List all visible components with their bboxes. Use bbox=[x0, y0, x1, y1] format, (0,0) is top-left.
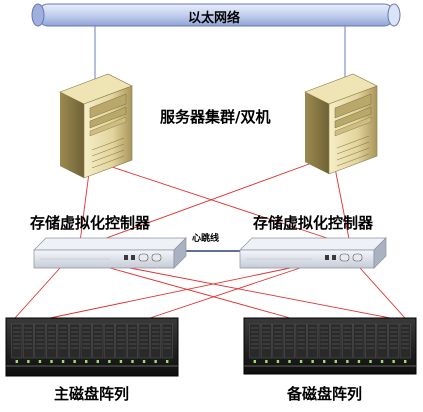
drive-led bbox=[108, 360, 111, 363]
drive-bay bbox=[161, 323, 173, 359]
drive-led bbox=[73, 360, 76, 363]
san-connections bbox=[14, 159, 406, 319]
drive-bay bbox=[388, 323, 400, 359]
drive-led bbox=[38, 360, 42, 363]
drive-bay bbox=[341, 323, 353, 359]
drive-led bbox=[142, 360, 146, 363]
drive-bay bbox=[260, 323, 272, 359]
disk-array-icon bbox=[243, 317, 417, 375]
drive-bay bbox=[138, 323, 150, 359]
drive-bay bbox=[69, 323, 81, 359]
server-tower-icon bbox=[304, 73, 378, 175]
drive-led bbox=[253, 360, 256, 363]
drive-led bbox=[96, 360, 99, 363]
drive-bay bbox=[115, 323, 127, 359]
drive-led bbox=[85, 360, 88, 363]
drive-bay bbox=[34, 323, 46, 359]
drive-led bbox=[288, 360, 291, 363]
network-label: 以太网络 bbox=[188, 11, 241, 26]
drive-bay bbox=[127, 323, 138, 359]
drive-bay bbox=[284, 323, 295, 359]
drive-led bbox=[404, 360, 407, 363]
disk-array-icon bbox=[5, 317, 179, 377]
drive-bay bbox=[318, 323, 330, 359]
drive-led bbox=[154, 360, 157, 363]
drive-bay bbox=[92, 323, 104, 359]
drive-bay bbox=[272, 323, 284, 359]
drive-bay bbox=[353, 323, 365, 359]
drive-led bbox=[15, 360, 18, 363]
drive-bay bbox=[307, 323, 319, 359]
drive-bay bbox=[57, 323, 69, 359]
drive-led bbox=[27, 360, 30, 363]
drive-led bbox=[357, 360, 361, 363]
drive-led bbox=[166, 360, 169, 363]
heartbeat-label: 心跳线 bbox=[192, 234, 220, 244]
drive-bay bbox=[80, 323, 92, 359]
drive-led bbox=[392, 360, 395, 363]
drive-led bbox=[323, 360, 326, 363]
drive-led bbox=[50, 360, 53, 363]
controller-left-label: 存储虚拟化控制器 bbox=[30, 214, 151, 232]
drive-led bbox=[369, 360, 372, 363]
drive-led bbox=[380, 360, 384, 363]
drive-bay bbox=[249, 323, 261, 359]
ethernet-bus-icon bbox=[31, 3, 401, 27]
controller-device-icon bbox=[33, 237, 187, 269]
server-tower-icon bbox=[59, 73, 133, 179]
drive-bay bbox=[103, 323, 115, 359]
controller-right-label: 存储虚拟化控制器 bbox=[253, 214, 374, 232]
drive-bay bbox=[295, 323, 307, 359]
drive-led bbox=[131, 360, 134, 363]
drive-bay bbox=[365, 323, 376, 359]
drive-bay bbox=[22, 323, 34, 359]
drive-led bbox=[311, 360, 314, 363]
drive-bay bbox=[150, 323, 162, 359]
drive-bay bbox=[376, 323, 388, 359]
drive-led bbox=[334, 360, 337, 363]
drive-bay bbox=[11, 323, 23, 359]
primary-array-label: 主磁盘阵列 bbox=[54, 385, 130, 403]
server-cluster-label: 服务器集群/双机 bbox=[160, 108, 271, 126]
drive-bay bbox=[330, 323, 342, 359]
drive-led bbox=[265, 360, 268, 363]
drive-led bbox=[276, 360, 280, 363]
drive-bay bbox=[399, 323, 411, 359]
drive-led bbox=[61, 360, 65, 363]
controller-device-icon bbox=[239, 237, 387, 269]
drive-led bbox=[346, 360, 349, 363]
backup-array-label: 备磁盘阵列 bbox=[287, 385, 363, 403]
drive-led bbox=[119, 360, 123, 363]
drive-bay bbox=[46, 323, 57, 359]
drive-led bbox=[299, 360, 303, 363]
